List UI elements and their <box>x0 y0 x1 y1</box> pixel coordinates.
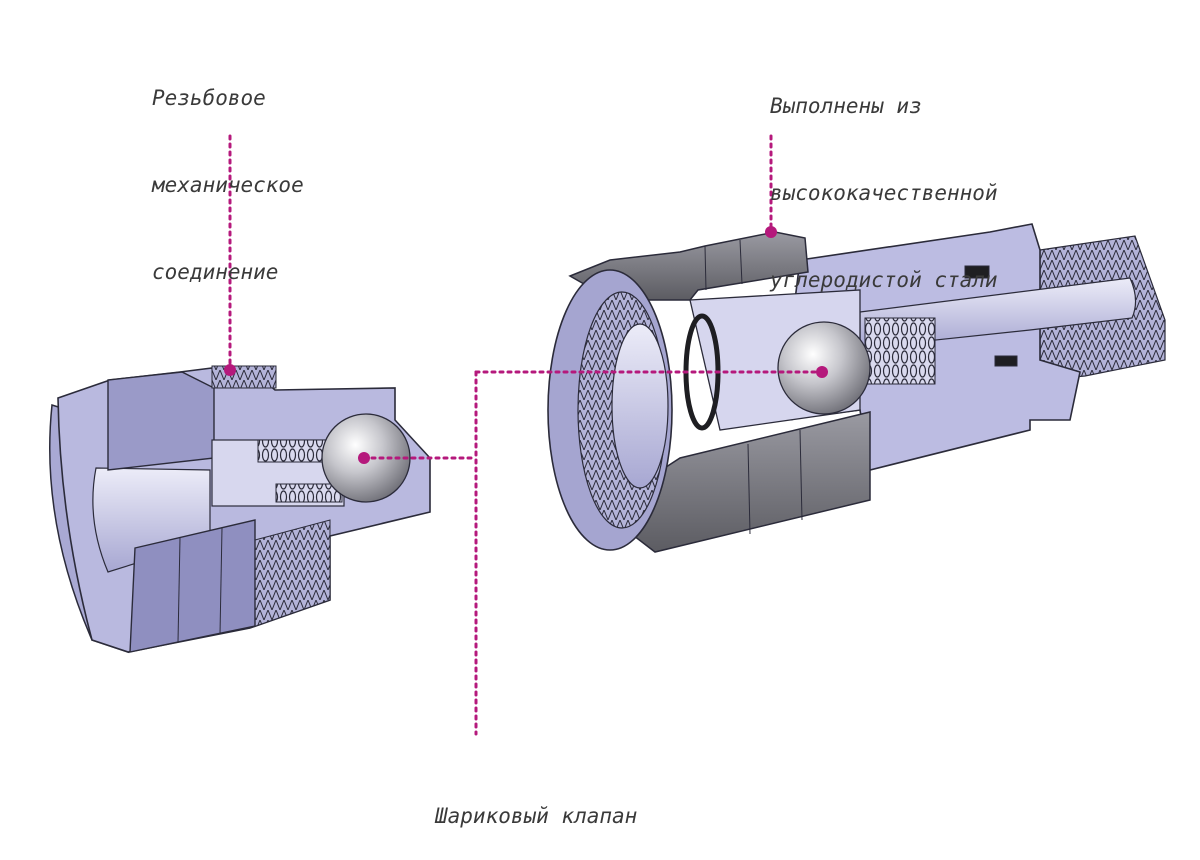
callout-carbon-steel: Выполнены из высококачественной углероди… <box>770 34 998 324</box>
anchor-dot-steel <box>765 226 777 238</box>
right-seal-top <box>964 265 990 279</box>
left-hex-collar <box>107 371 215 471</box>
callout-ball-valve: Шариковый клапан <box>435 744 637 860</box>
callout-steel-line-1: Выполнены из <box>770 94 922 118</box>
anchor-dot-left-ball <box>358 452 370 464</box>
right-coupling-half <box>547 223 1166 553</box>
right-seal-inner <box>994 355 1018 367</box>
left-lower-collar <box>129 519 256 653</box>
anchor-dot-right-ball <box>816 366 828 378</box>
callout-ball-valve-text: Шариковый клапан <box>435 804 638 828</box>
callout-thread-line-3: соединение <box>152 260 279 284</box>
callout-thread-line-1: Резьбовое <box>152 86 266 110</box>
callout-steel-line-2: высококачественной <box>770 181 998 205</box>
callout-thread-line-2: механическое <box>152 173 304 197</box>
anchor-dot-thread <box>224 364 236 376</box>
right-spring <box>864 317 936 385</box>
callout-thread-connection: Резьбовое механическое соединение <box>152 26 304 316</box>
left-coupling-half <box>49 365 431 654</box>
callout-steel-line-3: углеродистой стали <box>770 268 998 292</box>
coupling-diagram <box>49 134 1166 736</box>
callout-anchor-dots <box>224 226 828 464</box>
callout-leaders <box>228 134 822 736</box>
left-thread <box>211 365 277 389</box>
right-socket-bore <box>611 323 669 489</box>
